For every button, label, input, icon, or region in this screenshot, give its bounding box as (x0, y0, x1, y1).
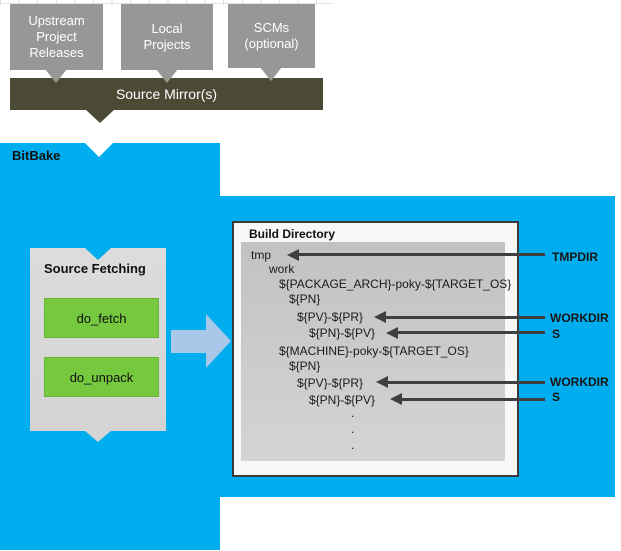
source-mirror-bar: Source Mirror(s) (10, 78, 323, 110)
ruler-line (0, 3, 333, 4)
tree-row-pn-pv-2: ${PN}-${PV} (309, 393, 376, 407)
tree-row-pn-2: ${PN} (289, 359, 321, 373)
bitbake-top-notch (85, 143, 113, 157)
s-arrow-line (396, 331, 545, 334)
box-upstream-project-releases: Upstream Project Releases (10, 4, 103, 70)
source-fetching-bottom-notch (84, 430, 112, 442)
task-do-fetch: do_fetch (44, 298, 159, 338)
label-tmpdir: TMPDIR (552, 250, 598, 264)
flow-arrow-shaft (171, 330, 207, 353)
box-scms-optional: SCMs (optional) (228, 4, 315, 68)
s-arrow-line (400, 398, 545, 401)
label-workdir: WORKDIR (550, 311, 609, 325)
tree-row-package-arch: ${PACKAGE_ARCH}-poky-${TARGET_OS} (279, 277, 512, 291)
source-fetching-top-notch (85, 248, 111, 260)
workdir-arrow-line (384, 316, 545, 319)
tree-row-ellipsis-dot: . (351, 438, 355, 452)
s-arrow-icon (390, 393, 402, 405)
tree-row-pv-pr-2: ${PV}-${PR} (297, 376, 364, 390)
workdir-arrow-icon (374, 311, 386, 323)
bitbake-label: BitBake (12, 148, 61, 163)
label-workdir: WORKDIR (550, 375, 609, 389)
workdir-arrow-icon (376, 376, 388, 388)
build-directory-title: Build Directory (249, 227, 336, 241)
tree-row-ellipsis-dot: . (351, 406, 355, 420)
source-fetching-box (30, 248, 166, 431)
workdir-arrow-line (386, 381, 545, 384)
task-do-unpack: do_unpack (44, 357, 159, 397)
tree-row-tmp: tmp (251, 248, 272, 262)
source-mirror-notch (85, 109, 115, 123)
flow-arrow-icon (206, 314, 231, 368)
tree-row-pn: ${PN} (289, 292, 321, 306)
box-local-projects: Local Projects (121, 4, 213, 70)
ruler-ticks (0, 0, 333, 5)
tree-row-pn-pv: ${PN}-${PV} (309, 326, 376, 340)
build-directory-inner-panel (241, 242, 505, 461)
tree-row-work: work (269, 262, 295, 276)
tmpdir-arrow-line (297, 253, 545, 256)
s-arrow-icon (386, 327, 398, 339)
upstream-box-notch (45, 69, 67, 83)
label-s: S (552, 390, 561, 404)
tree-row-machine: ${MACHINE}-poky-${TARGET_OS} (279, 344, 469, 358)
label-s: S (552, 327, 561, 341)
tree-row-ellipsis-dot: . (351, 422, 355, 436)
tmpdir-arrow-icon (287, 249, 299, 261)
source-fetching-title: Source Fetching (44, 261, 146, 276)
local-box-notch (156, 69, 178, 83)
scms-box-notch (260, 67, 282, 81)
tree-row-pv-pr: ${PV}-${PR} (297, 310, 364, 324)
